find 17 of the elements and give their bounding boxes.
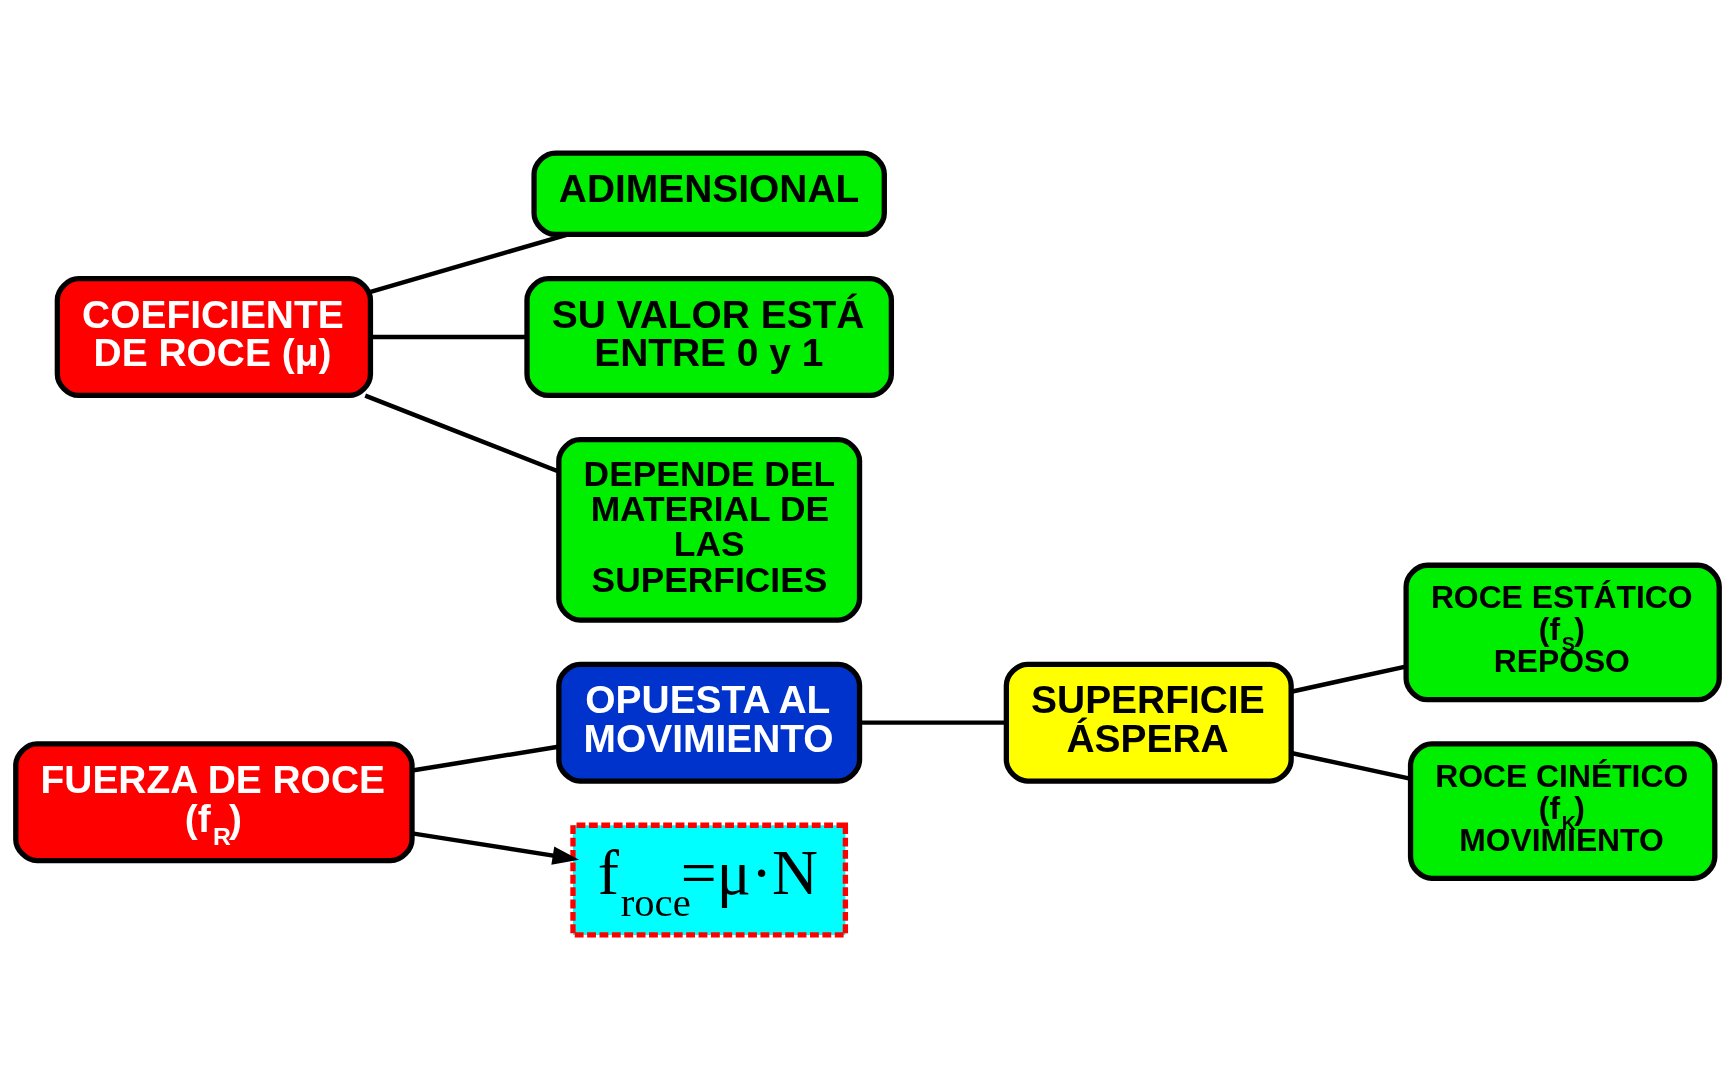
connector xyxy=(370,334,527,340)
node-box: ROCE CINÉTICO (f$_{K}$) MOVIMIENTO xyxy=(1407,741,1718,881)
node-box: ROCE ESTÁTICO (f$_{S}$) REPOSO xyxy=(1403,562,1722,703)
connector xyxy=(1290,750,1411,781)
node-box: f$_{roce}$=μ·N xyxy=(570,822,849,938)
node-box: SUPERFICIE ÁSPERA xyxy=(1003,661,1294,784)
node-box: OPUESTA AL MOVIMIENTO xyxy=(556,661,863,784)
node-box: COEFICIENTE DE ROCE (μ) xyxy=(54,276,374,399)
node-box: SU VALOR ESTÁ ENTRE 0 y 1 xyxy=(524,276,895,399)
node-box: DEPENDE DEL MATERIAL DE LAS SUPERFICIES xyxy=(556,437,863,623)
connector xyxy=(1290,664,1407,694)
node-box: ADIMENSIONAL xyxy=(531,150,887,238)
arrow xyxy=(411,831,580,865)
connector xyxy=(411,744,559,773)
connector xyxy=(364,393,560,474)
connector xyxy=(859,720,1007,725)
node-box: FUERZA DE ROCE (f$_{R}$) xyxy=(13,741,415,864)
